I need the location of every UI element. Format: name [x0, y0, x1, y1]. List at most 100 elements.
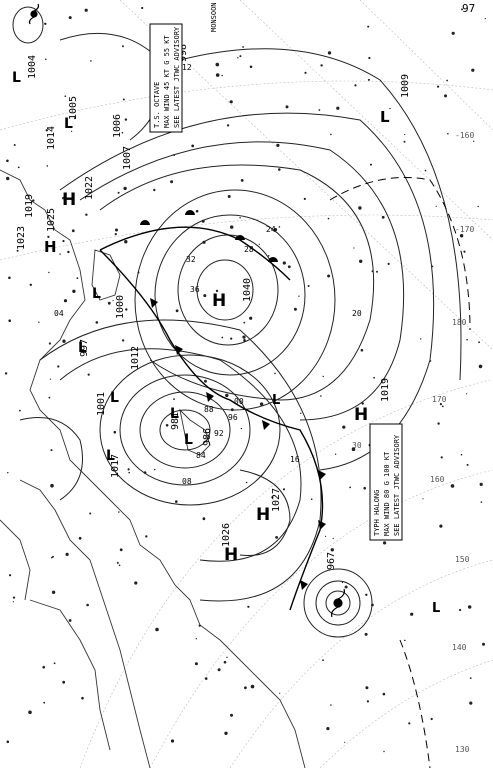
station-dot	[382, 692, 386, 696]
station-dot	[170, 739, 175, 743]
station-dot	[460, 453, 463, 456]
station-dot	[203, 294, 207, 298]
station-dot	[349, 486, 351, 489]
station-dot	[62, 197, 65, 200]
station-dot	[84, 8, 88, 12]
station-dot	[67, 250, 70, 254]
station-dot	[114, 233, 117, 236]
high-pressure-marker: H	[354, 405, 368, 425]
pressure-value: 986	[202, 428, 213, 446]
isobar	[154, 214, 306, 376]
coastlines	[0, 169, 306, 768]
station-dot	[226, 124, 230, 127]
station-dot	[239, 55, 242, 58]
graticule-label: 170	[432, 395, 447, 404]
pressure-value: 981	[170, 412, 181, 430]
station-dot	[344, 585, 348, 589]
station-dot	[322, 375, 324, 378]
pressure-value: 1019	[24, 194, 35, 218]
station-dot	[141, 6, 144, 10]
station-dot	[469, 701, 473, 705]
station-dot	[354, 84, 357, 87]
advisory-line: MAX WIND 45 KT G 55 KT	[163, 34, 171, 128]
station-dot	[267, 255, 270, 257]
station-dot	[13, 144, 16, 146]
graticule-label: 130	[455, 745, 470, 754]
station-dot	[249, 316, 253, 320]
pressure-value: 1006	[112, 114, 123, 138]
station-dot	[57, 365, 60, 368]
station-dot	[439, 403, 442, 406]
isobar	[325, 590, 351, 616]
station-dot	[230, 337, 233, 340]
station-dot	[191, 144, 195, 148]
station-dot	[365, 593, 368, 596]
station-dot	[441, 405, 444, 408]
station-dot	[247, 605, 250, 608]
station-dot	[65, 552, 69, 557]
station-dot	[16, 249, 19, 252]
station-dot	[336, 106, 340, 110]
station-dot	[360, 348, 364, 352]
warm-front	[99, 226, 291, 281]
station-dot	[74, 117, 76, 120]
station-dot	[78, 536, 82, 540]
station-dot	[62, 339, 66, 343]
isobar	[179, 48, 462, 381]
station-dot	[230, 713, 233, 717]
station-dot	[229, 100, 233, 104]
isobar	[139, 391, 231, 469]
low-pressure-marker: L	[106, 448, 115, 464]
isobar-label: 84	[196, 451, 206, 460]
station-dot	[404, 639, 406, 642]
station-dot	[420, 338, 422, 340]
high-pressure-marker: H	[256, 505, 270, 525]
station-dot	[298, 295, 300, 297]
station-dot	[330, 704, 332, 706]
station-dot	[473, 140, 475, 142]
station-dot	[224, 731, 228, 735]
station-dot	[173, 398, 175, 400]
station-dot	[403, 140, 406, 143]
station-dot	[64, 95, 67, 97]
isobar	[134, 189, 336, 411]
station-dot	[466, 463, 469, 466]
station-dot	[322, 659, 324, 662]
station-dot	[383, 750, 385, 753]
isobar-label: 28	[244, 245, 254, 254]
station-dot	[242, 46, 245, 48]
station-dot	[62, 239, 65, 243]
station-dot	[202, 517, 206, 521]
station-dot	[195, 209, 199, 213]
isobars	[12, 6, 462, 638]
graticule-label: 30	[352, 441, 362, 450]
isobar	[39, 319, 322, 602]
station-dot	[404, 133, 406, 136]
low-pressure-marker: L	[184, 432, 193, 448]
station-dot	[244, 686, 247, 690]
station-dot	[43, 701, 46, 704]
station-dot	[17, 166, 20, 169]
pressure-value: 1025	[46, 208, 57, 232]
station-dot	[424, 169, 427, 172]
station-dot	[300, 412, 302, 414]
station-dot	[68, 619, 72, 622]
station-dot	[368, 56, 371, 60]
pressure-systems: H 1040 H 1027 H 1026 H 1019 H 1022 H 102…	[12, 44, 440, 616]
low-pressure-marker: L	[272, 393, 280, 408]
station-dot	[12, 601, 14, 603]
station-dot	[367, 78, 370, 81]
station-dot	[233, 550, 236, 553]
isobar-label: 88	[204, 405, 214, 414]
station-dot	[282, 261, 286, 265]
pressure-value: 1022	[84, 176, 95, 200]
station-dot	[175, 500, 178, 503]
isobar	[79, 141, 405, 421]
isobar-label: 96	[228, 413, 238, 422]
station-dot	[367, 25, 370, 28]
station-dot	[387, 262, 390, 265]
station-dot	[334, 453, 337, 455]
isobar	[12, 6, 44, 44]
station-dot	[121, 131, 124, 134]
